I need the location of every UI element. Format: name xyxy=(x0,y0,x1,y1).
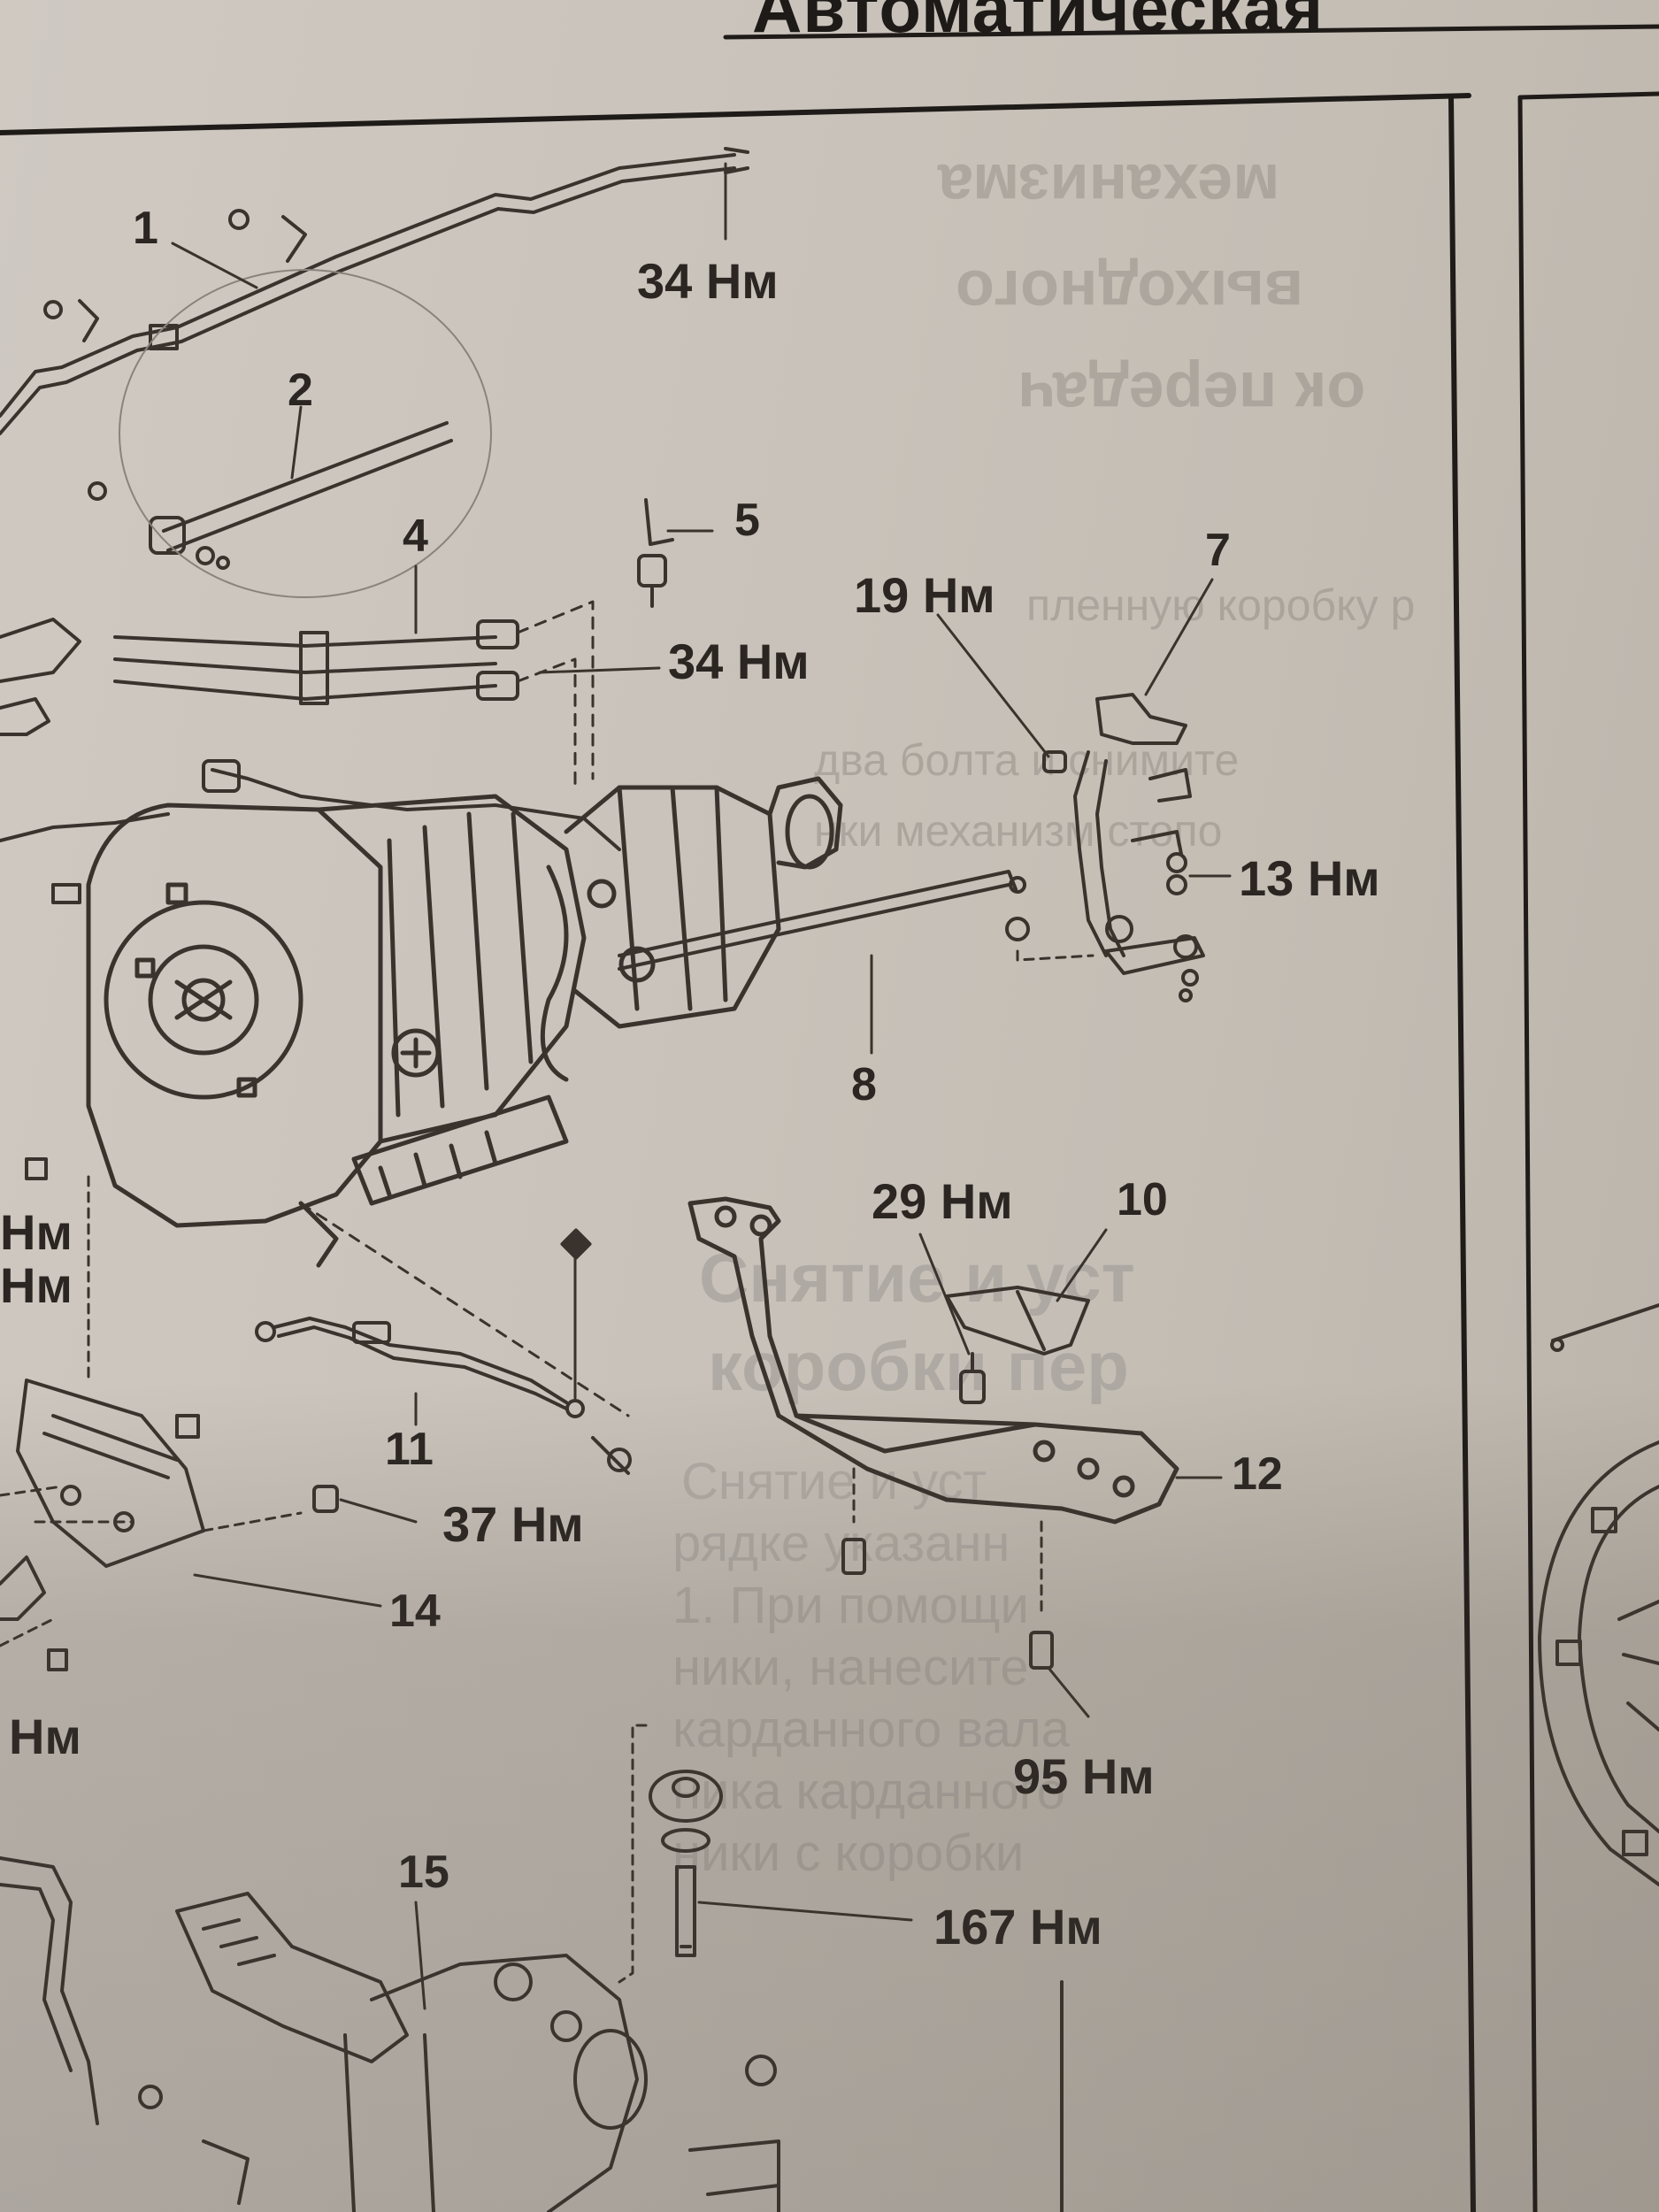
bleed-heading-1: Снятие и уст xyxy=(699,1239,1135,1317)
part-11-cable xyxy=(255,1202,632,1475)
callout-4: 4 xyxy=(403,511,428,562)
torque-label-34-hoses: 34 Нм xyxy=(668,634,810,689)
callout-2: 2 xyxy=(288,365,313,416)
torque-label-left-1: Нм xyxy=(0,1204,73,1260)
torque-label-95: 95 Нм xyxy=(1013,1748,1155,1804)
callout-14: 14 xyxy=(389,1586,441,1637)
page-frame xyxy=(0,24,1659,2212)
bleed-body-3: 1. При помощи xyxy=(672,1577,1029,1634)
part-4-hoses xyxy=(0,600,595,789)
background-circle xyxy=(119,269,492,598)
part-7-bracket xyxy=(1005,693,1205,1002)
rear-mount xyxy=(618,1724,1064,2212)
bleed-body-2: рядке указанн xyxy=(672,1515,1010,1572)
bleed-body-6: ника карданного xyxy=(672,1763,1065,1820)
callout-11: 11 xyxy=(385,1424,434,1475)
callout-5: 5 xyxy=(734,495,760,546)
bleed-body-4: ники, нанесите xyxy=(672,1639,1029,1696)
part-15-transfer-case xyxy=(0,1856,780,2212)
torque-label-167: 167 Нм xyxy=(933,1899,1102,1955)
part-8-rod xyxy=(618,870,1026,971)
torque-label-left-2: Нм xyxy=(0,1257,73,1313)
bleed-body-7: ники с коробки xyxy=(672,1824,1025,1882)
torque-label-13: 13 Нм xyxy=(1239,850,1380,906)
bleed-body-1: Снятие и уст xyxy=(681,1453,987,1510)
bleed-body-5: карданного вала xyxy=(672,1701,1071,1758)
torque-label-37: 37 Нм xyxy=(442,1496,584,1552)
part-1-tube xyxy=(0,147,749,501)
callout-8: 8 xyxy=(851,1059,877,1110)
part-5-sensor xyxy=(637,498,674,608)
page-header-title: Автоматическая xyxy=(752,0,1325,47)
callout-10: 10 xyxy=(1117,1174,1168,1225)
torque-label-34-top: 34 Нм xyxy=(637,253,779,309)
callout-1: 1 xyxy=(133,203,158,254)
crossmember-bolts xyxy=(841,1467,1054,1670)
bolt-29 xyxy=(959,1352,986,1404)
leader-lines xyxy=(171,162,1232,2010)
transmission-housing xyxy=(86,776,843,1268)
bleed-through-line-3: нки механизм стопо xyxy=(814,806,1223,856)
bleed-through-line-1: пленную коробку р xyxy=(1026,580,1416,630)
part-10-pad xyxy=(945,1286,1090,1356)
part-12-crossmember xyxy=(687,1196,1179,1525)
part-2-rod xyxy=(149,421,453,570)
callout-7: 7 xyxy=(1205,525,1231,576)
torque-label-left-3: Нм xyxy=(9,1709,81,1764)
part-14-plate xyxy=(0,1157,339,1671)
torque-label-29: 29 Нм xyxy=(872,1173,1013,1229)
torque-label-19: 19 Нм xyxy=(854,567,995,623)
right-page-drawing xyxy=(1538,1303,1659,1886)
wire-harness xyxy=(0,759,621,904)
callout-12: 12 xyxy=(1232,1448,1283,1500)
callout-15: 15 xyxy=(398,1847,449,1898)
